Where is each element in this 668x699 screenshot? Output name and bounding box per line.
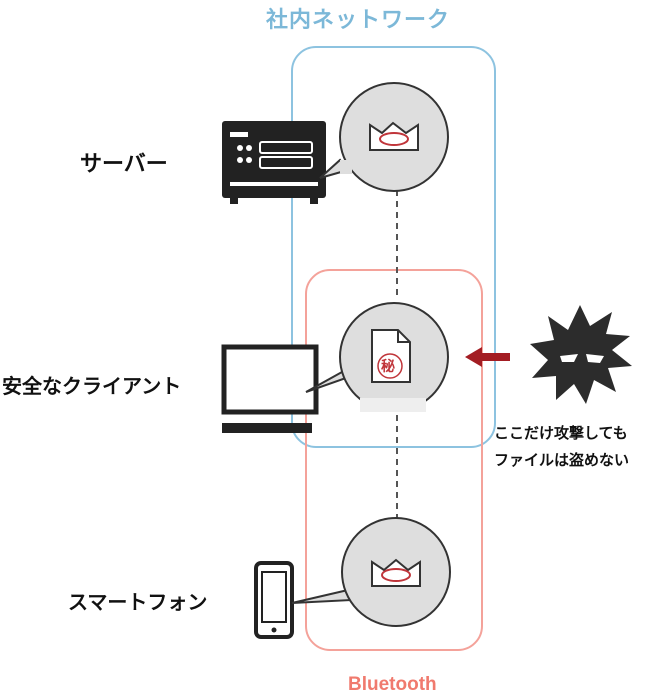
network-title: 社内ネットワーク xyxy=(266,8,451,33)
server-label: サーバー xyxy=(80,152,168,177)
attack-note: ここだけ攻撃しても ファイルは盗めない xyxy=(494,420,668,474)
phone-label: スマートフォン xyxy=(68,590,208,614)
smartphone-icon xyxy=(254,561,294,639)
network-boundary xyxy=(291,46,496,448)
attack-note-line2: ファイルは盗めない xyxy=(494,451,630,469)
attack-arrow xyxy=(465,347,510,367)
phone-file-bubble xyxy=(291,517,451,627)
server-icon xyxy=(222,121,326,204)
encrypted-file-icon xyxy=(369,121,419,151)
svg-text:秘: 秘 xyxy=(381,358,395,375)
attack-note-line1: ここだけ攻撃しても xyxy=(494,424,628,442)
client-label: 安全なクライアント xyxy=(2,374,182,398)
bluetooth-boundary xyxy=(305,269,483,651)
virus-attacker-icon xyxy=(530,305,632,404)
client-file-bubble: 秘 xyxy=(305,302,449,412)
laptop-icon xyxy=(221,344,319,433)
bluetooth-title: Bluetooth xyxy=(348,674,437,695)
